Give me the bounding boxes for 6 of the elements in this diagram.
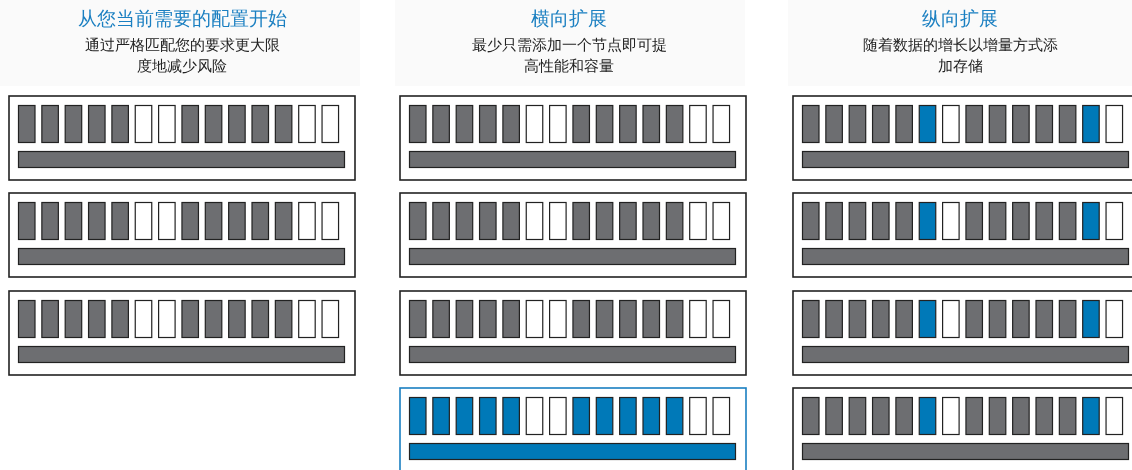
column-heading: 横向扩展 [530, 6, 608, 30]
column-subheading: 随着数据的增长以增量方式添加存储 [861, 35, 1059, 77]
column-subheading: 通过严格匹配您的要求更大限度地减少风险 [83, 35, 281, 77]
column-heading: 从您当前需要的配置开始 [76, 6, 288, 30]
column-heading: 纵向扩展 [921, 6, 999, 30]
column-subheading: 最少只需添加一个节点即可提高性能和容量 [470, 35, 668, 77]
